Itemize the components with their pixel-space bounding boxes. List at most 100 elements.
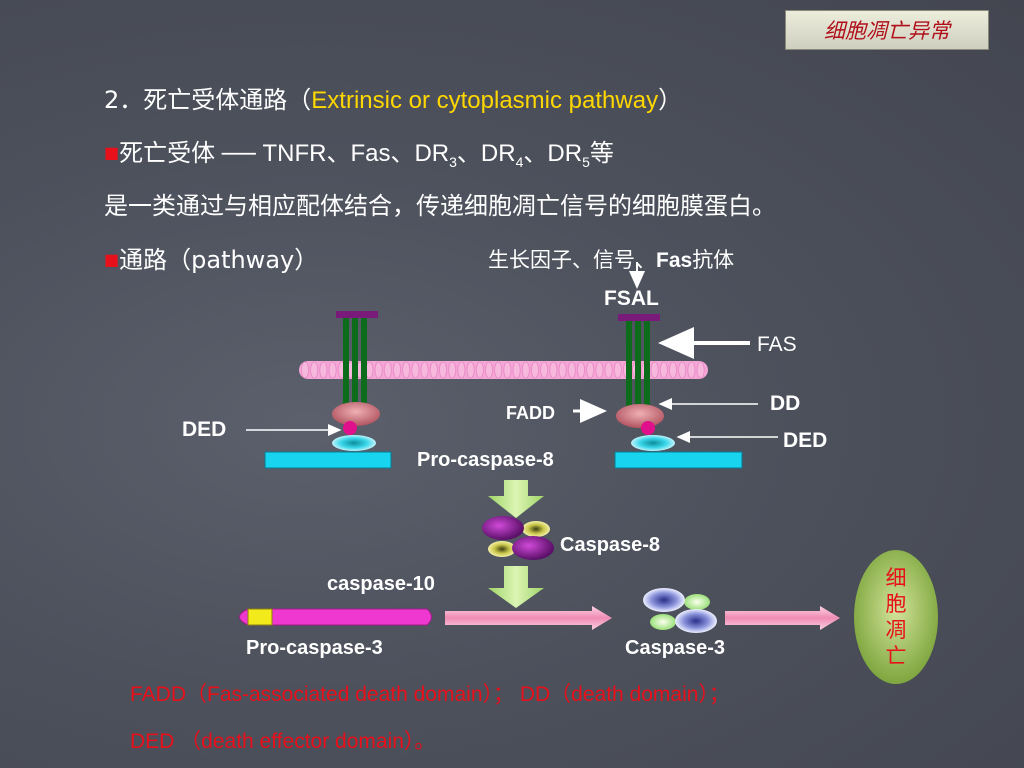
ligand-caption: 生长因子、信号、Fas抗体 [488, 244, 734, 274]
caspase-8-complex [482, 516, 554, 560]
fadd-blob [616, 404, 664, 428]
receptor-cap [336, 311, 378, 318]
lipid-bead [310, 361, 319, 379]
ded-label-left: DED [182, 418, 227, 441]
pro-caspase-8-bar [614, 451, 743, 469]
lipid-bead [531, 361, 540, 379]
footnote-line-1: FADD（Fas-associated death domain）； DD（de… [130, 683, 730, 706]
pro-caspase-8-label: Pro-caspase-8 [417, 449, 554, 471]
caspase-8-label: Caspase-8 [560, 534, 661, 556]
lipid-bead [484, 361, 493, 379]
footnote-line-2: DED （death effector domain）。 [130, 730, 436, 753]
lipid-bead [586, 361, 595, 379]
cleavage-arrow [445, 606, 612, 630]
ligand-fas: Fas [656, 249, 693, 272]
lipid-bead [374, 361, 383, 379]
caspase-3-label: Caspase-3 [625, 637, 726, 659]
receptor-separator: 、DR [523, 140, 583, 167]
fas-receptor-chain [626, 321, 632, 411]
receptor-tail: 等 [589, 139, 614, 167]
lipid-bead [567, 361, 576, 379]
fsal-ligand-cap [618, 314, 660, 321]
fas-receptor-chain [343, 318, 349, 408]
lipid-bead [512, 361, 521, 379]
lipid-bead [595, 361, 604, 379]
lipid-bead [328, 361, 337, 379]
activation-arrow-down [488, 480, 544, 518]
lipid-bead [319, 361, 328, 379]
fadd-label: FADD [506, 403, 555, 423]
caspase-10-label: caspase-10 [327, 573, 435, 595]
apoptosis-arrow [725, 606, 840, 630]
heading-suffix: ） [658, 86, 683, 114]
death-domain-dot [641, 421, 655, 435]
fas-receptor-chain [352, 318, 358, 408]
dd-label: DD [770, 392, 801, 415]
pro-caspase-3-label: Pro-caspase-3 [246, 637, 383, 659]
lipid-bead [466, 361, 475, 379]
caspase-subunit-small [684, 594, 710, 610]
lipid-bead [300, 361, 309, 379]
caspase-subunit-large [643, 588, 685, 612]
lipid-bead [383, 361, 392, 379]
lipid-bead [475, 361, 484, 379]
lipid-bead [494, 361, 503, 379]
lipid-bead [604, 361, 613, 379]
section-heading: 2．死亡受体通路（Extrinsic or cytoplasmic pathwa… [104, 80, 682, 115]
slide-title-badge: 细胞凋亡异常 [785, 10, 989, 50]
lipid-bead [650, 361, 659, 379]
lipid-bead [678, 361, 687, 379]
pro-caspase-3 [239, 608, 432, 626]
lipid-bead [669, 361, 678, 379]
ligand-suffix: 抗体 [692, 248, 735, 272]
heading-prefix: 2．死亡受体通路（ [104, 86, 312, 114]
ded-disc [332, 435, 376, 451]
heading-english: Extrinsic or cytoplasmic pathway [311, 87, 659, 114]
lipid-bead [696, 361, 705, 379]
caspase-subunit-large [512, 536, 554, 560]
caspase-subunit-small [522, 521, 550, 537]
fas-receptor-chain [361, 318, 367, 408]
caspase-subunit-small [650, 614, 676, 630]
receptor-text: 死亡受体 ── TNFR、Fas、DR [119, 140, 450, 167]
lipid-bead [558, 361, 567, 379]
dr3-subscript: 3 [449, 153, 457, 170]
lipid-bead [420, 361, 429, 379]
caspase-subunit-small [488, 541, 516, 557]
ded-disc [631, 435, 675, 451]
ded-label-right: DED [783, 429, 828, 452]
fas-label: FAS [757, 333, 797, 356]
fas-receptor-chain [644, 321, 650, 411]
definition-text: 是一类通过与相应配体结合，传递细胞凋亡信号的细胞膜蛋白。 [104, 192, 776, 220]
lipid-bead [540, 361, 549, 379]
pathway-label: 通路（pathway） [119, 246, 319, 274]
dr5-subscript: 5 [582, 153, 590, 170]
lipid-bead [457, 361, 466, 379]
cell-membrane [299, 361, 708, 379]
caspase-subunit-large [675, 609, 717, 633]
lipid-bead [687, 361, 696, 379]
receptor-complex-left [264, 311, 392, 469]
lipid-bead [448, 361, 457, 379]
fadd-blob [332, 402, 380, 426]
lipid-bead [577, 361, 586, 379]
receptor-separator: 、DR [456, 140, 516, 167]
lipid-bead [411, 361, 420, 379]
fas-receptor-chain [635, 321, 641, 411]
apoptosis-label: 细胞凋亡 [885, 566, 907, 668]
lipid-bead [521, 361, 530, 379]
bullet-icon: ■ [104, 250, 120, 269]
membrane-lipid-beads [300, 361, 705, 379]
apoptosis-oval [854, 550, 938, 684]
lipid-bead [659, 361, 668, 379]
dr4-subscript: 4 [515, 153, 524, 170]
activation-arrow-down [488, 566, 544, 608]
caspase-3-complex [643, 588, 717, 633]
fsal-label: FSAL [604, 287, 659, 310]
lipid-bead [429, 361, 438, 379]
pathway-line: ■通路（pathway） [104, 240, 318, 275]
bullet-icon: ■ [104, 143, 120, 162]
ligand-prefix: 生长因子、信号、 [488, 248, 656, 272]
lipid-bead [402, 361, 411, 379]
